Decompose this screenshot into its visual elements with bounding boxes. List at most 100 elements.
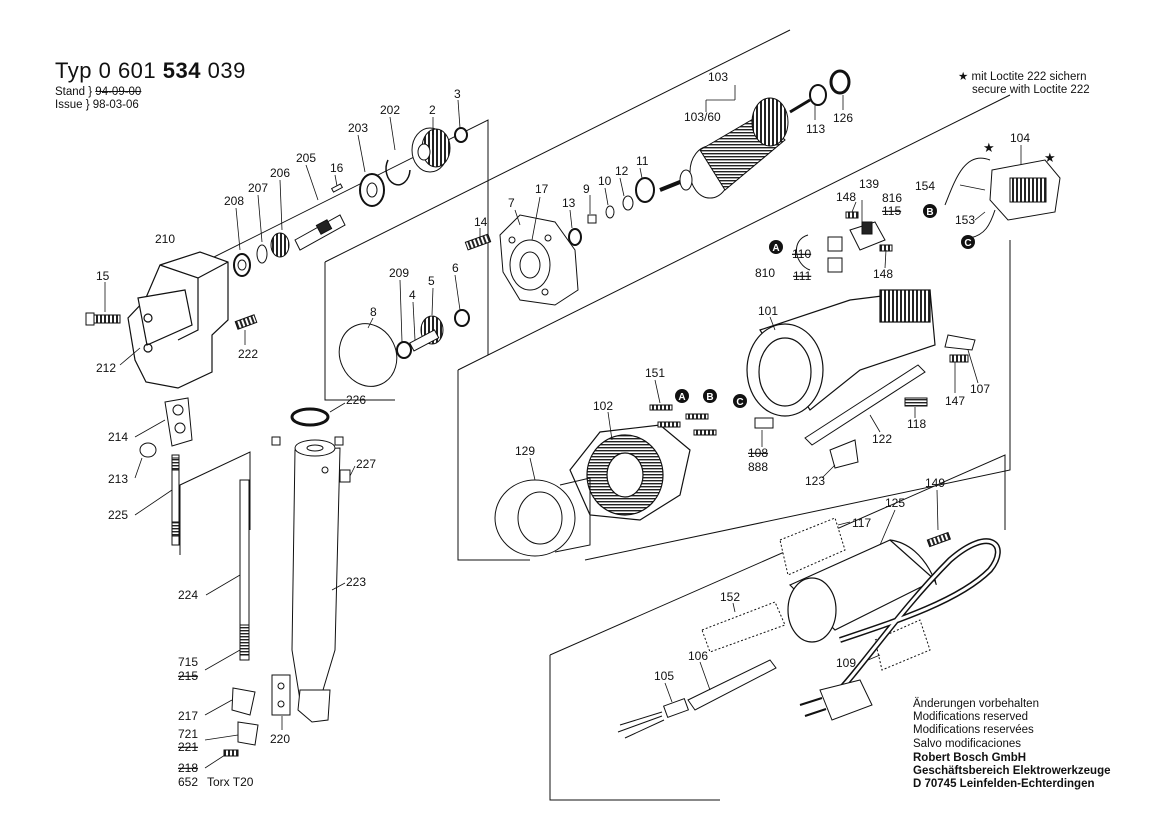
field-group-frame (457, 370, 530, 561)
gear-head-housing (127, 251, 229, 389)
label-17: 17 (535, 182, 549, 196)
callout-a-1: A (769, 240, 783, 254)
label-816: 816 (882, 191, 902, 205)
label-148a: 148 (836, 190, 856, 204)
type-number: Typ 0 601 534 039 (55, 58, 246, 84)
label-153: 153 (955, 213, 975, 227)
typ-main: 534 (162, 58, 201, 83)
label-227: 227 (356, 457, 376, 471)
label-11: 11 (636, 154, 649, 168)
label-106: 106 (688, 649, 708, 663)
label-113: 113 (806, 122, 825, 136)
needle-bearing-206 (270, 232, 290, 258)
loctite-note-en: secure with Loctite 222 (972, 84, 1090, 96)
bearing-113 (809, 84, 827, 106)
label-115: 115 (882, 204, 901, 218)
company-line: Geschäftsbereich Elektrowerkzeuge (913, 765, 1111, 778)
label-218: 218 (178, 761, 198, 775)
label-209: 209 (389, 266, 409, 280)
plug-227 (339, 469, 351, 483)
label-5: 5 (428, 274, 435, 288)
issue-value: 98-03-06 (92, 99, 139, 111)
label-221: 221 (178, 740, 198, 754)
field-group-frame-top (457, 94, 1011, 371)
svg-text:C: C (964, 238, 971, 249)
label-214: 214 (108, 430, 128, 444)
stand-label: Stand (55, 86, 86, 98)
cutter-221 (237, 721, 259, 746)
brush-holder-122 (804, 364, 926, 446)
label-224: 224 (178, 588, 198, 602)
label-101: 101 (758, 304, 778, 318)
callout-a-2: A (675, 389, 689, 403)
callout-c-1: C (961, 235, 975, 249)
label-117: 117 (852, 516, 871, 530)
screw-218 (223, 749, 239, 757)
company-line: D 70745 Leinfelden-Echterdingen (913, 778, 1095, 791)
field-102 (569, 424, 691, 521)
modifications-line: Modifications reserved (913, 711, 1029, 724)
label-103: 103 (708, 70, 728, 84)
label-111: 111 (793, 269, 812, 283)
modifications-line: Änderungen vorbehalten (913, 698, 1039, 710)
label-226: 226 (346, 393, 366, 407)
bearing-11 (635, 177, 655, 203)
motor-group-frame (324, 29, 791, 263)
label-203: 203 (348, 121, 368, 135)
gearhead-7 (499, 214, 579, 306)
shaft-4 (409, 329, 440, 352)
label-108: 108 (748, 446, 768, 460)
label-202: 202 (380, 103, 400, 117)
bearing-208 (233, 253, 251, 277)
label-212: 212 (96, 361, 116, 375)
bearing-13 (568, 228, 582, 246)
gear-2 (411, 127, 451, 173)
screw-148a (845, 211, 859, 219)
label-16: 16 (330, 161, 344, 175)
star-icon: ★ (983, 140, 995, 155)
label-810: 810 (755, 266, 775, 280)
circlip-202 (385, 159, 411, 186)
spindle-205 (294, 214, 346, 251)
label-207: 207 (248, 181, 268, 195)
label-109 (874, 619, 931, 671)
screw-149 (926, 531, 952, 548)
strain-relief-106 (687, 659, 777, 711)
company-line: Robert Bosch GmbH (913, 752, 1027, 764)
key-16 (330, 183, 344, 193)
stud-225 (171, 454, 180, 546)
label-205: 205 (296, 151, 316, 165)
endshield-129 (494, 477, 591, 557)
terminals-151 (649, 404, 717, 436)
clamp-107 (944, 334, 976, 351)
gasket-8 (338, 323, 398, 387)
loctite-note-de: mit Loctite 222 sichern (971, 71, 1087, 83)
label-208: 208 (224, 194, 244, 208)
label-6: 6 (452, 261, 459, 275)
carbon-brush-111 (827, 257, 843, 273)
modifications-line: Modifications reservées (913, 724, 1034, 737)
label-888: 888 (748, 460, 768, 474)
blade-frame (179, 451, 251, 555)
setscrew-222 (234, 314, 258, 330)
label-148b: 148 (873, 267, 893, 281)
label-8: 8 (370, 305, 377, 319)
screw-14 (464, 233, 492, 251)
label-122: 122 (872, 432, 892, 446)
shaft-224 (239, 479, 250, 661)
screw-15 (85, 312, 121, 326)
bearing-3 (454, 127, 468, 143)
modifications-line: Salvo modificaciones (913, 737, 1022, 750)
label-129: 129 (515, 444, 535, 458)
modifications-notice: Änderungen vorbehalten Modifications res… (913, 698, 1039, 751)
label-7: 7 (508, 196, 515, 210)
blade-holder-214 (164, 397, 193, 447)
label-117 (779, 517, 846, 576)
star-icon: ★ (1044, 150, 1056, 165)
typ-suffix: 039 (207, 58, 246, 83)
label-721: 721 (178, 727, 198, 741)
label-torx: Torx T20 (207, 775, 254, 789)
bearing-6 (454, 309, 470, 327)
oring-226 (290, 407, 330, 427)
